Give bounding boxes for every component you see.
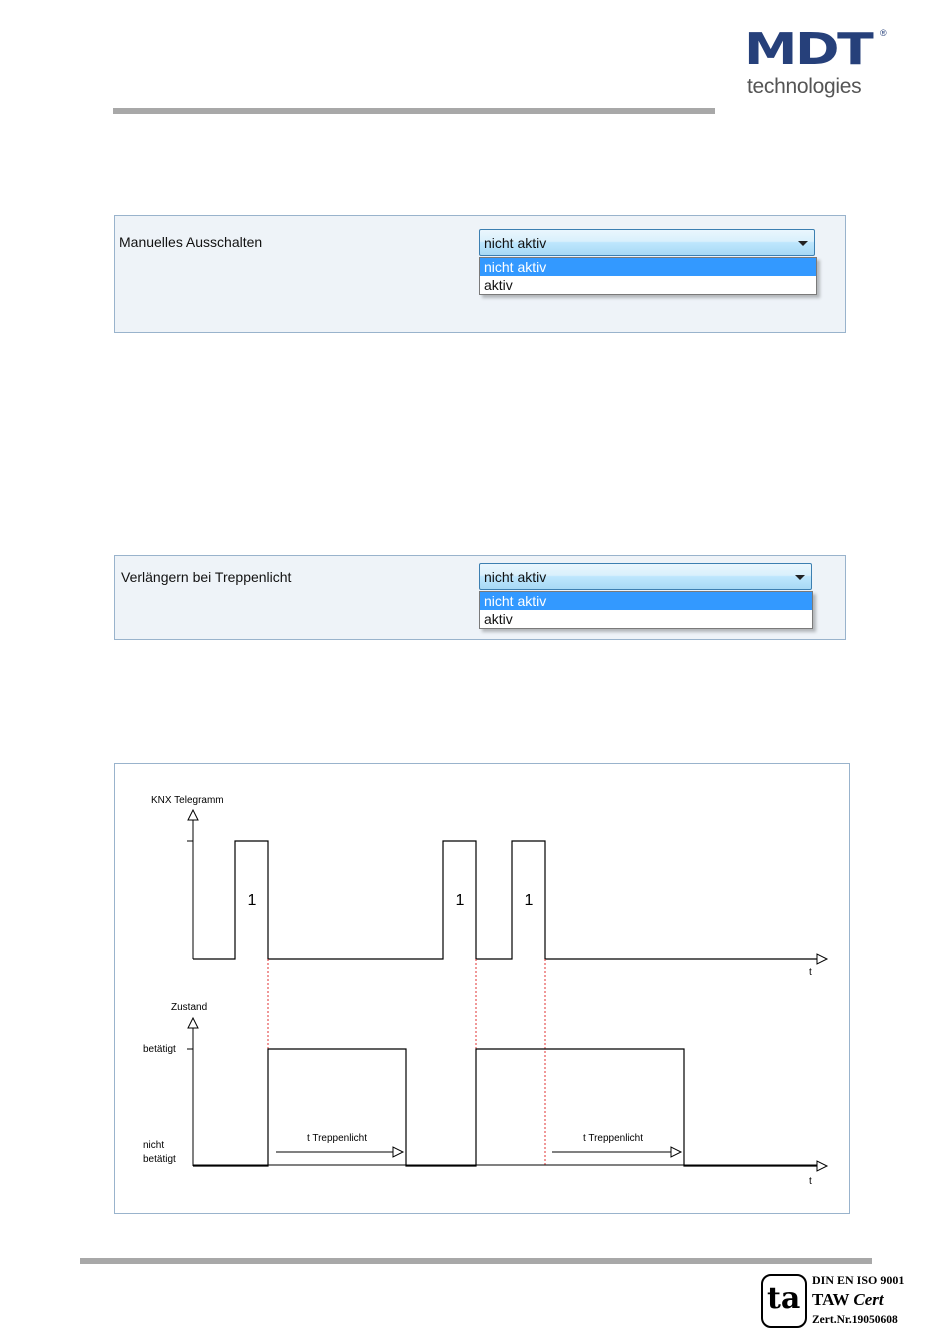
state-signal [193,1049,817,1166]
knx-y-axis-arrow-icon [188,810,198,820]
taw-cert-logo: ta [761,1274,807,1328]
manual-off-dropdown: nicht aktiv aktiv [479,257,817,295]
knx-time-axis-arrow-icon [817,954,827,964]
state-time-label: t [809,1176,812,1187]
manual-off-select[interactable]: nicht aktiv [479,229,815,256]
dropdown-option[interactable]: nicht aktiv [480,592,812,610]
cert-issuer: TAW Cert [812,1290,884,1310]
logo-registered-mark: ® [880,28,887,38]
logo-subtitle: technologies [747,76,861,98]
pulse-label: 1 [456,892,465,909]
select-value: nicht aktiv [484,235,546,251]
pulse-label: 1 [525,892,534,909]
level-low-label: betätigt [143,1154,176,1165]
level-high-label: betätigt [143,1044,176,1055]
cert-issuer-name: TAW [812,1290,849,1309]
parameter-panel-manual-off: Manuelles Ausschalten nicht aktiv nicht … [114,215,846,333]
knx-time-label: t [809,967,812,978]
dropdown-option[interactable]: aktiv [480,610,812,628]
cert-standard: DIN EN ISO 9001 [812,1273,904,1288]
duration-label: t Treppenlicht [583,1133,643,1144]
dropdown-option[interactable]: nicht aktiv [480,258,816,276]
chevron-down-icon[interactable] [798,241,808,246]
mdt-logo: MDT ® technologies [744,28,889,100]
header-divider [113,108,715,114]
level-low-label: nicht [143,1140,164,1151]
extend-staircase-select[interactable]: nicht aktiv [479,563,812,590]
parameter-label: Manuelles Ausschalten [119,234,262,250]
select-value: nicht aktiv [484,569,546,585]
pulse-label: 1 [248,892,257,909]
parameter-label: Verlängern bei Treppenlicht [121,569,291,585]
cert-number: Zert.Nr.19050608 [812,1314,898,1326]
cert-logo-text: ta [767,1282,800,1316]
extend-staircase-dropdown: nicht aktiv aktiv [479,591,813,629]
parameter-panel-extend-staircase: Verlängern bei Treppenlicht nicht aktiv … [114,555,846,640]
timing-diagram-svg: KNX Telegramm t 1 1 1 Zustand betätigt n… [115,764,851,1215]
footer-divider [80,1258,872,1264]
duration-arrow-icon [393,1147,403,1157]
cert-issuer-suffix: Cert [853,1290,883,1309]
chevron-down-icon[interactable] [795,575,805,580]
state-y-axis-arrow-icon [188,1018,198,1028]
timing-diagram: KNX Telegramm t 1 1 1 Zustand betätigt n… [114,763,850,1214]
state-axis-label: Zustand [171,1002,207,1013]
knx-axis-label: KNX Telegramm [151,795,224,806]
dropdown-option[interactable]: aktiv [480,276,816,294]
state-time-axis-arrow-icon [817,1161,827,1171]
knx-telegram-signal [193,841,817,959]
duration-arrow-icon [671,1147,681,1157]
logo-brand: MDT [744,28,871,72]
duration-label: t Treppenlicht [307,1133,367,1144]
